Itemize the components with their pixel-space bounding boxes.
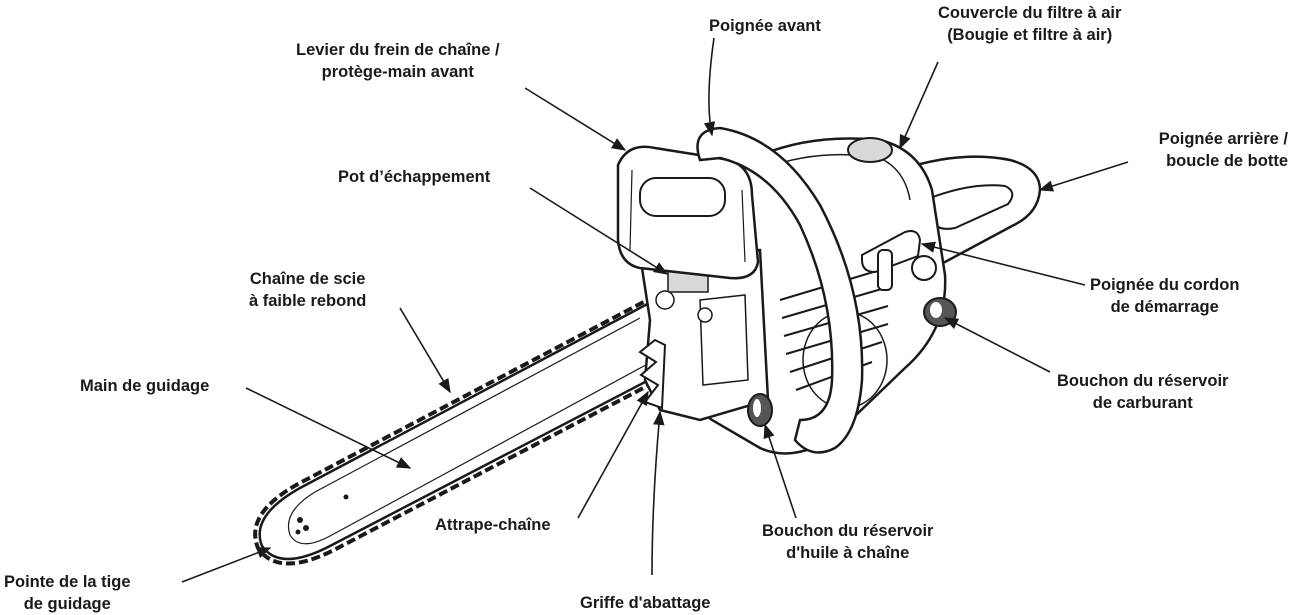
label-muffler: Pot d’échappement bbox=[338, 166, 490, 188]
label-starter-grip: Poignée du cordon de démarrage bbox=[1090, 274, 1239, 318]
front-handle bbox=[696, 126, 864, 454]
label-guide-bar: Main de guidage bbox=[80, 375, 209, 397]
leader-saw-chain bbox=[399, 307, 451, 394]
bumper-spike bbox=[638, 338, 667, 410]
label-air-filter-line2: (Bougie et filtre à air) bbox=[947, 26, 1113, 44]
label-oil-cap-line1: Bouchon du réservoir bbox=[762, 522, 934, 540]
leader-brake-lever bbox=[524, 87, 627, 151]
label-oil-cap: Bouchon du réservoir d'huile à chaîne bbox=[762, 520, 933, 564]
label-oil-cap-line2: d'huile à chaîne bbox=[786, 544, 910, 562]
label-saw-chain-line1: Chaîne de scie bbox=[249, 270, 366, 288]
hand-guard bbox=[616, 145, 760, 280]
leader-rear-handle bbox=[1038, 161, 1129, 192]
label-starter-grip-line2: de démarrage bbox=[1110, 298, 1219, 316]
label-air-filter-cover: Couvercle du filtre à air (Bougie et fil… bbox=[938, 2, 1121, 46]
label-rear-handle-line2: boucle de botte bbox=[1166, 152, 1288, 170]
label-guide-bar-line1: Main de guidage bbox=[80, 377, 210, 395]
label-brake-lever-line1: Levier du frein de chaîne / bbox=[296, 41, 500, 59]
label-fuel-cap-line1: Bouchon du réservoir bbox=[1057, 372, 1229, 390]
label-saw-chain-line2: à faible rebond bbox=[249, 292, 367, 310]
leader-oil-cap bbox=[763, 423, 797, 519]
leader-bar-tip bbox=[181, 547, 272, 583]
label-air-filter-line1: Couvercle du filtre à air bbox=[938, 4, 1122, 22]
label-rear-handle-line1: Poignée arrière / bbox=[1158, 130, 1288, 148]
air-filter-cover bbox=[847, 137, 893, 163]
leader-muffler bbox=[529, 187, 669, 275]
label-chain-catcher: Attrape-chaîne bbox=[435, 514, 551, 536]
oil-cap bbox=[747, 393, 773, 427]
leader-lines bbox=[181, 37, 1129, 583]
label-bar-tip: Pointe de la tige de guidage bbox=[4, 571, 131, 615]
leader-air-filter bbox=[899, 61, 939, 150]
label-saw-chain: Chaîne de scie à faible rebond bbox=[249, 268, 366, 312]
leader-starter-grip bbox=[920, 241, 1086, 286]
leader-front-handle bbox=[703, 37, 716, 137]
leader-bumper-spike bbox=[651, 410, 665, 576]
label-brake-lever-line2: protège-main avant bbox=[321, 63, 474, 81]
label-brake-lever: Levier du frein de chaîne / protège-main… bbox=[296, 39, 500, 83]
label-fuel-cap: Bouchon du réservoir de carburant bbox=[1057, 370, 1228, 414]
label-chain-catcher-line1: Attrape-chaîne bbox=[435, 516, 551, 534]
label-front-handle: Poignée avant bbox=[709, 15, 821, 37]
label-bar-tip-line2: de guidage bbox=[23, 595, 111, 613]
label-fuel-cap-line2: de carburant bbox=[1092, 394, 1193, 412]
leader-chain-catcher bbox=[577, 390, 649, 519]
label-muffler-line1: Pot d’échappement bbox=[338, 168, 491, 186]
label-bar-tip-line1: Pointe de la tige bbox=[4, 573, 131, 591]
label-starter-grip-line1: Poignée du cordon bbox=[1090, 276, 1240, 294]
guide-bar bbox=[258, 298, 674, 561]
starter-grip bbox=[861, 230, 937, 291]
label-bumper-spike: Griffe d'abattage bbox=[580, 592, 710, 614]
label-bumper-spike-line1: Griffe d'abattage bbox=[580, 594, 711, 612]
leader-fuel-cap bbox=[943, 317, 1051, 373]
leader-guide-bar bbox=[245, 387, 412, 469]
label-rear-handle: Poignée arrière / boucle de botte bbox=[1159, 128, 1288, 172]
label-front-handle-line1: Poignée avant bbox=[709, 17, 821, 35]
